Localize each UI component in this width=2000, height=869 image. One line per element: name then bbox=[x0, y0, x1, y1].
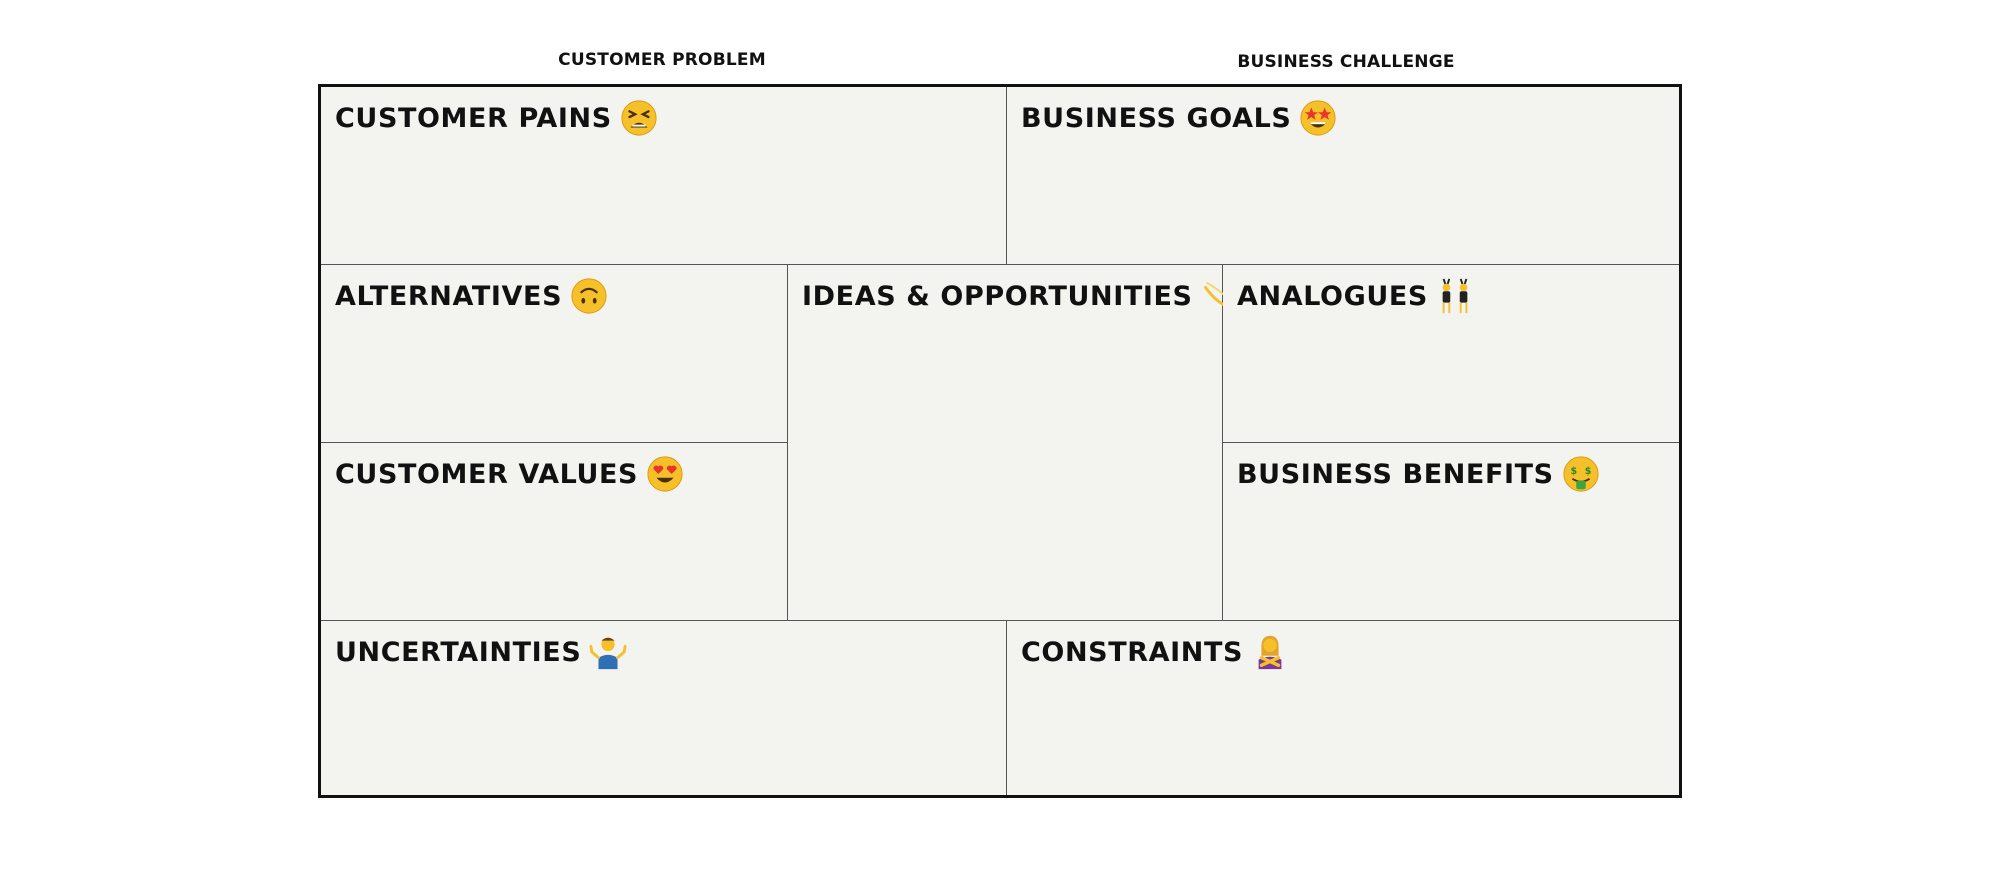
cell-ideas-opportunities[interactable]: IDEAS & OPPORTUNITIES bbox=[788, 265, 1236, 621]
cell-title-business-goals: BUSINESS GOALS bbox=[1021, 99, 1337, 137]
svg-text:$: $ bbox=[1570, 466, 1577, 477]
woman-gesturing-no-icon bbox=[1251, 633, 1289, 671]
cell-title-uncertainties: UNCERTAINTIES bbox=[335, 633, 627, 671]
tired-face-icon bbox=[620, 99, 658, 137]
money-mouth-face-icon: $ $ bbox=[1562, 455, 1600, 493]
opportunity-canvas-board: CUSTOMER PAINS BUSINESS GOALS ALTERNATIV bbox=[318, 84, 1682, 798]
cell-label-business-benefits: BUSINESS BENEFITS bbox=[1237, 458, 1554, 490]
cell-alternatives[interactable]: ALTERNATIVES bbox=[321, 265, 788, 443]
cell-uncertainties[interactable]: UNCERTAINTIES bbox=[321, 621, 1007, 795]
column-header-customer-problem: CUSTOMER PROBLEM bbox=[558, 50, 766, 70]
heart-eyes-icon bbox=[646, 455, 684, 493]
cell-title-analogues: ANALOGUES bbox=[1237, 277, 1474, 315]
cell-label-customer-values: CUSTOMER VALUES bbox=[335, 458, 639, 490]
cell-label-alternatives: ALTERNATIVES bbox=[335, 280, 563, 312]
cell-title-customer-pains: CUSTOMER PAINS bbox=[335, 99, 658, 137]
star-struck-icon bbox=[1299, 99, 1337, 137]
cell-label-analogues: ANALOGUES bbox=[1237, 280, 1428, 312]
cell-label-constraints: CONSTRAINTS bbox=[1021, 636, 1244, 668]
cell-business-benefits[interactable]: BUSINESS BENEFITS $ $ bbox=[1223, 443, 1679, 621]
cell-label-customer-pains: CUSTOMER PAINS bbox=[335, 102, 612, 134]
cell-customer-pains[interactable]: CUSTOMER PAINS bbox=[321, 87, 1007, 265]
cell-title-alternatives: ALTERNATIVES bbox=[335, 277, 608, 315]
cell-title-customer-values: CUSTOMER VALUES bbox=[335, 455, 684, 493]
cell-title-business-benefits: BUSINESS BENEFITS $ $ bbox=[1237, 455, 1600, 493]
bunny-ears-people-icon bbox=[1436, 277, 1474, 315]
man-shrugging-icon bbox=[589, 633, 627, 671]
cell-title-constraints: CONSTRAINTS bbox=[1021, 633, 1289, 671]
cell-constraints[interactable]: CONSTRAINTS bbox=[1007, 621, 1679, 795]
cell-business-goals[interactable]: BUSINESS GOALS bbox=[1007, 87, 1679, 265]
upside-down-face-icon bbox=[570, 277, 608, 315]
cell-analogues[interactable]: ANALOGUES bbox=[1223, 265, 1679, 443]
cell-label-business-goals: BUSINESS GOALS bbox=[1021, 102, 1292, 134]
svg-text:$: $ bbox=[1585, 466, 1592, 477]
column-header-business-challenge: BUSINESS CHALLENGE bbox=[1237, 52, 1455, 72]
cell-title-ideas-opportunities: IDEAS & OPPORTUNITIES bbox=[802, 277, 1239, 315]
cell-label-ideas-opportunities: IDEAS & OPPORTUNITIES bbox=[802, 280, 1193, 312]
cell-customer-values[interactable]: CUSTOMER VALUES bbox=[321, 443, 788, 621]
cell-label-uncertainties: UNCERTAINTIES bbox=[335, 636, 582, 668]
